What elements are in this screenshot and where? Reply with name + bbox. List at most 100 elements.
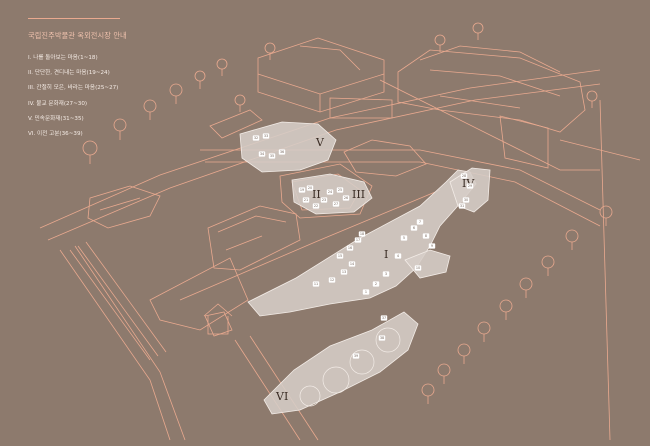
- exhibit-marker[interactable]: 18: [358, 231, 366, 237]
- exhibit-marker-number: 4: [397, 254, 399, 258]
- exhibit-marker-box: [462, 197, 470, 203]
- exhibit-marker-number: 21: [304, 198, 308, 202]
- exhibit-marker[interactable]: 21: [302, 197, 310, 203]
- pavilion: [203, 303, 233, 335]
- tree-icon: [264, 42, 276, 60]
- exhibit-marker[interactable]: 20: [306, 185, 314, 191]
- exhibit-marker-number: 17: [356, 238, 360, 242]
- exhibit-marker[interactable]: 1: [362, 289, 370, 295]
- exhibit-marker-number: 6: [413, 226, 415, 230]
- legend-item: I. 나를 돌아보는 마음(1~18): [28, 55, 98, 61]
- exhibit-marker[interactable]: 17: [354, 237, 362, 243]
- exhibit-marker-number: 25: [338, 188, 342, 192]
- legend-list: I. 나를 돌아보는 마음(1~18) II. 단단한, 견디내는 마음(19~…: [28, 54, 118, 145]
- exhibit-marker-number: 35: [270, 154, 274, 158]
- legend-rule: [28, 18, 120, 19]
- exhibit-marker[interactable]: 36: [278, 149, 286, 155]
- exhibit-marker[interactable]: 3: [382, 271, 390, 277]
- zone-label-i: I: [384, 248, 388, 261]
- exhibit-marker[interactable]: 32: [252, 135, 260, 141]
- exhibit-marker-box: [312, 281, 320, 287]
- exhibit-marker-number: 38: [380, 336, 384, 340]
- exhibit-marker-box: [380, 315, 388, 321]
- exhibit-marker[interactable]: 25: [336, 187, 344, 193]
- exhibit-marker-number: 22: [314, 204, 318, 208]
- exhibition-zones: [239, 121, 491, 415]
- zone-label-v: V: [315, 136, 325, 149]
- exhibit-marker-number: 26: [344, 196, 348, 200]
- tree-icon: [586, 90, 598, 108]
- exhibit-marker[interactable]: 33: [262, 133, 270, 139]
- exhibit-marker[interactable]: 7: [416, 219, 424, 225]
- exhibit-marker-box: [466, 183, 474, 189]
- tree-icon: [565, 229, 579, 250]
- legend-item: II. 단단한, 견디내는 마음(19~24): [28, 70, 110, 77]
- exhibit-marker[interactable]: 31: [458, 203, 466, 209]
- exhibit-marker[interactable]: 11: [312, 281, 320, 287]
- exhibit-marker-number: 7: [419, 220, 421, 224]
- exhibit-marker[interactable]: 30: [462, 197, 470, 203]
- exhibit-marker[interactable]: 16: [346, 245, 354, 251]
- zone-i-annex-area[interactable]: [404, 249, 451, 279]
- tree-icon: [437, 363, 451, 384]
- exhibit-marker-box: [278, 149, 286, 155]
- exhibit-marker[interactable]: 29: [466, 183, 474, 189]
- exhibit-marker-number: 39: [354, 354, 358, 358]
- exhibit-marker-number: 23: [322, 198, 326, 202]
- exhibit-marker-box: [336, 253, 344, 259]
- exhibit-marker-number: 12: [330, 278, 334, 282]
- exhibit-marker-box: [378, 335, 386, 341]
- exhibit-marker[interactable]: 26: [342, 195, 350, 201]
- tree-icon: [434, 34, 446, 52]
- exhibit-marker[interactable]: 19: [298, 187, 306, 193]
- exhibit-marker[interactable]: 6: [410, 225, 418, 231]
- exhibit-marker-number: 27: [334, 202, 338, 206]
- zone-label-vi: VI: [275, 390, 288, 403]
- exhibit-marker[interactable]: 24: [326, 189, 334, 195]
- exhibit-marker[interactable]: 5: [400, 235, 408, 241]
- tree-icon: [499, 299, 513, 320]
- exhibit-marker[interactable]: 12: [328, 277, 336, 283]
- tree-icon: [519, 277, 533, 298]
- exhibit-marker-box: [422, 233, 430, 239]
- exhibit-marker-box: [298, 187, 306, 193]
- exhibit-marker-box: [458, 203, 466, 209]
- exhibit-marker-number: 10: [416, 266, 420, 270]
- exhibit-marker-number: 20: [308, 186, 312, 190]
- exhibit-marker[interactable]: 35: [268, 153, 276, 159]
- exhibit-marker-number: 30: [464, 198, 468, 202]
- exhibit-marker[interactable]: 2: [372, 281, 380, 287]
- zone-iv-area[interactable]: [449, 167, 491, 213]
- exhibit-marker[interactable]: 39: [352, 353, 360, 359]
- tree-icon: [113, 118, 127, 140]
- exhibit-marker-box: [342, 195, 350, 201]
- zone-i-area[interactable]: [247, 169, 477, 317]
- exhibit-marker[interactable]: 14: [348, 261, 356, 267]
- exhibit-marker[interactable]: 10: [414, 265, 422, 271]
- legend-title: 국립진주박물관 옥외전시장 안내: [28, 31, 127, 40]
- exhibit-marker[interactable]: 27: [332, 201, 340, 207]
- exhibit-marker[interactable]: 37: [380, 315, 388, 321]
- exhibit-marker-box: [362, 289, 370, 295]
- exhibit-marker[interactable]: 22: [312, 203, 320, 209]
- exhibit-marker[interactable]: 23: [320, 197, 328, 203]
- legend-item: V. 민속문화재(31~35): [28, 115, 84, 122]
- exhibit-marker[interactable]: 4: [394, 253, 402, 259]
- museum-buildings: [87, 37, 586, 229]
- tree-icon: [216, 58, 228, 76]
- exhibit-marker-box: [340, 269, 348, 275]
- exhibit-marker[interactable]: 28: [460, 173, 468, 179]
- exhibit-marker-number: 28: [462, 174, 466, 178]
- exhibit-marker[interactable]: 38: [378, 335, 386, 341]
- exhibit-marker-number: 3: [385, 272, 387, 276]
- exhibit-marker-box: [332, 201, 340, 207]
- exhibit-marker[interactable]: 15: [336, 253, 344, 259]
- exhibit-marker-box: [312, 203, 320, 209]
- exhibit-marker[interactable]: 13: [340, 269, 348, 275]
- exhibit-marker[interactable]: 9: [428, 243, 436, 249]
- exhibit-marker-box: [336, 187, 344, 193]
- exhibit-marker[interactable]: 8: [422, 233, 430, 239]
- exhibit-marker-number: 1: [365, 290, 367, 294]
- legend-item: III. 간절히 모은, 바라는 마음(25~27): [28, 85, 119, 92]
- exhibit-marker[interactable]: 34: [258, 151, 266, 157]
